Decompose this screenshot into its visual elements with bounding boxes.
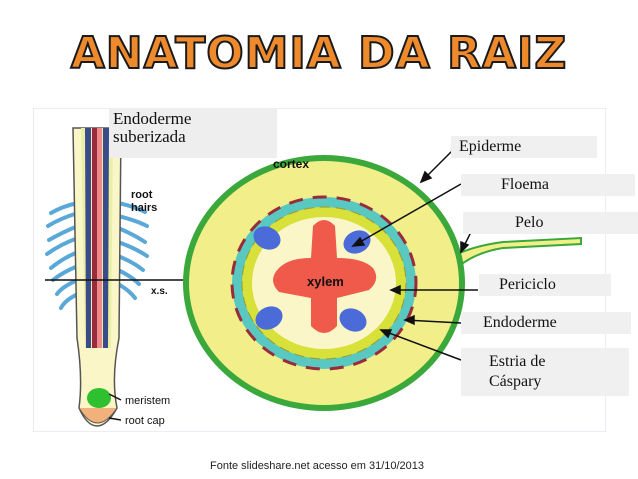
root-cap-label: root cap — [125, 415, 165, 427]
estria-caspary-callout: Estria de Cáspary — [461, 348, 629, 396]
endoderme-suberizada-callout: Endoderme suberizada — [109, 108, 277, 158]
meristem-region — [87, 388, 111, 408]
pelo-hair — [451, 236, 582, 268]
endoderme-suberizada-line1: Endoderme — [113, 109, 192, 128]
cross-section — [183, 155, 582, 411]
casparian-strip — [230, 195, 418, 371]
root-hairs-label-1: root — [131, 189, 153, 201]
phloem-region — [253, 226, 281, 250]
root-cap-region — [78, 407, 118, 424]
root-anatomy-diagram: cortex xylem root hairs x.s. meristem ro… — [32, 107, 638, 433]
estria-line1: Estria de — [489, 353, 546, 370]
endoderme-callout: Endoderme — [461, 312, 631, 334]
source-caption: Fonte slideshare.net acesso em 31/10/201… — [210, 460, 425, 472]
floema-callout: Floema — [461, 174, 635, 196]
phloem-region — [339, 308, 367, 332]
xylem-label: xylem — [307, 274, 344, 289]
meristem-label: meristem — [125, 395, 170, 407]
xs-label: x.s. — [151, 286, 168, 297]
endoderme-suberizada-line2: suberizada — [113, 127, 186, 146]
phloem-region — [255, 306, 283, 330]
callout-arrows — [108, 139, 479, 421]
epiderme-callout: Epiderme — [451, 136, 597, 158]
cortex-label: cortex — [273, 157, 309, 171]
longitudinal-root — [45, 127, 228, 427]
slide-title: ANATOMIA DA RAIZ — [70, 27, 568, 80]
root-diagram-svg: cortex xylem root hairs x.s. meristem ro… — [32, 107, 607, 433]
periciclo-callout: Periciclo — [479, 274, 611, 296]
estria-line2: Cáspary — [489, 373, 542, 390]
pelo-callout: Pelo — [463, 212, 638, 234]
root-hairs-label-2: hairs — [131, 202, 157, 214]
xylem-region — [273, 220, 377, 333]
